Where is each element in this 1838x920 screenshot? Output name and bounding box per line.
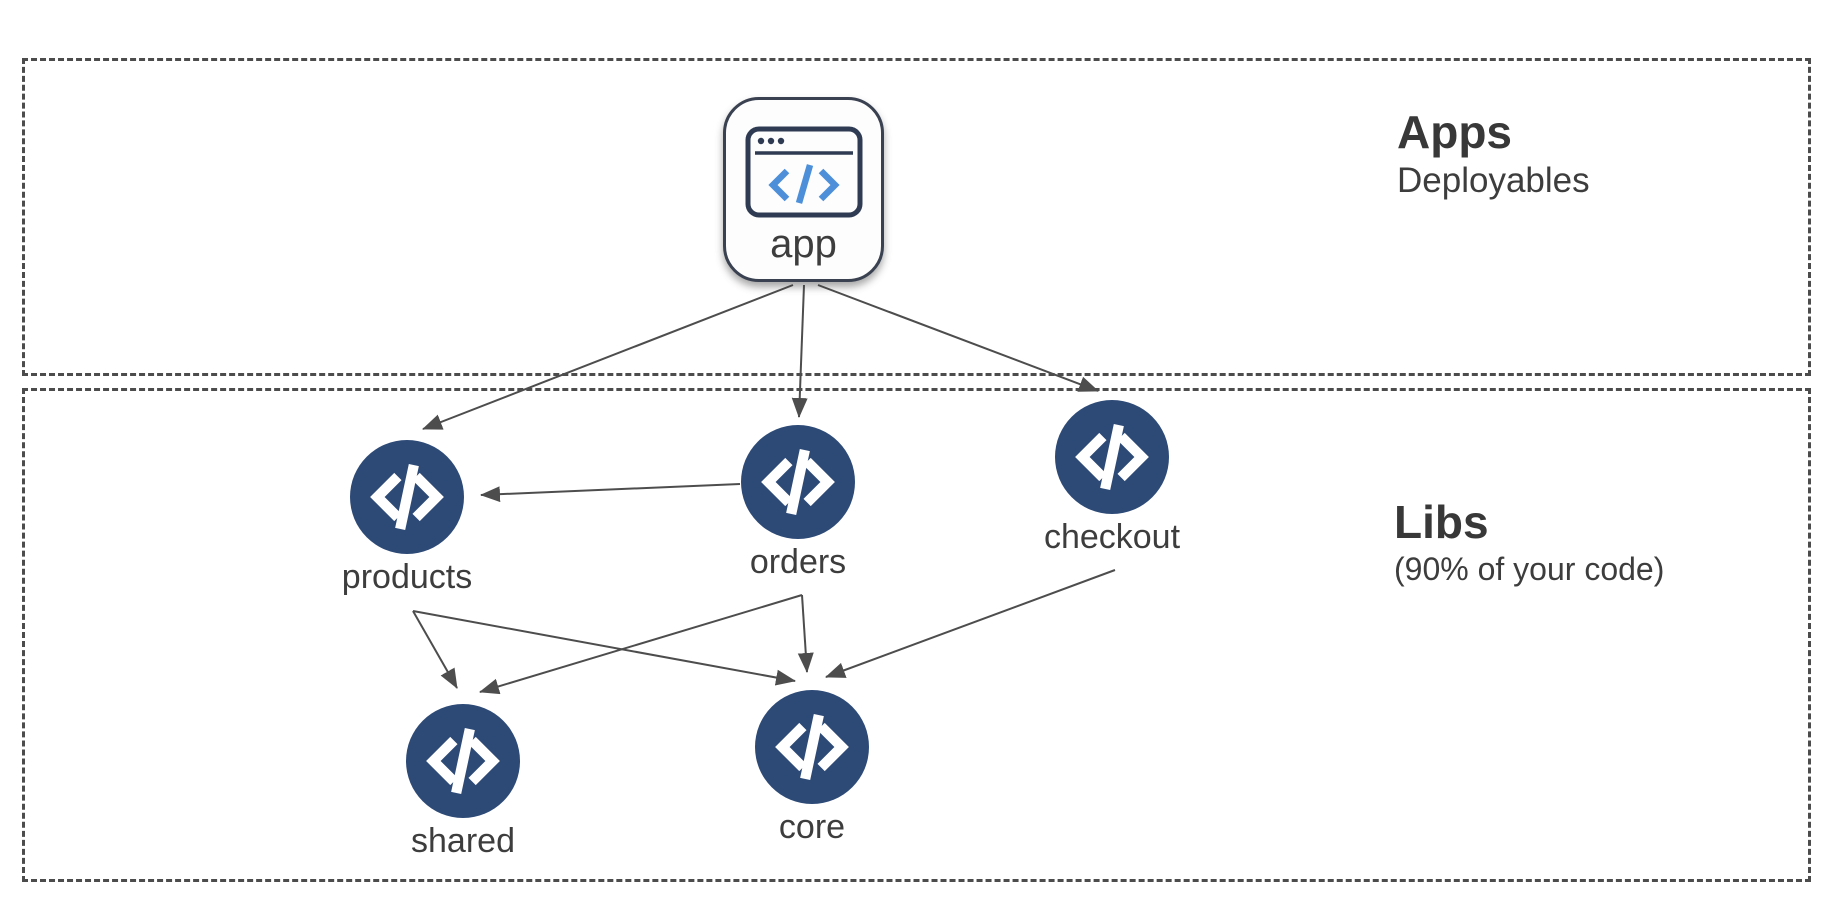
- node-shared: shared: [373, 704, 553, 860]
- node-label: shared: [411, 822, 515, 860]
- browser-code-icon: [745, 126, 862, 218]
- node-label: products: [341, 558, 473, 596]
- node-checkout: checkout: [1022, 400, 1202, 556]
- node-orders: orders: [708, 425, 888, 581]
- node-label: orders: [749, 543, 847, 581]
- node-app: app: [723, 97, 884, 282]
- node-core: core: [722, 690, 902, 846]
- node-products: products: [317, 440, 497, 596]
- node-label: checkout: [1043, 518, 1181, 556]
- libs-section-box: [22, 388, 1811, 882]
- code-brackets-icon: [1055, 400, 1169, 514]
- code-brackets-icon: [350, 440, 464, 554]
- code-brackets-icon: [741, 425, 855, 539]
- code-brackets-icon: [406, 704, 520, 818]
- libs-title: Libs: [1394, 496, 1489, 548]
- node-label: app: [770, 222, 837, 266]
- apps-title: Apps: [1397, 106, 1512, 158]
- libs-subtitle: (90% of your code): [1394, 551, 1665, 588]
- apps-section-label: Apps Deployables: [1397, 105, 1590, 203]
- node-label: core: [778, 808, 846, 846]
- apps-subtitle: Deployables: [1397, 161, 1590, 201]
- code-brackets-icon: [755, 690, 869, 804]
- libs-section-label: Libs (90% of your code): [1394, 495, 1664, 589]
